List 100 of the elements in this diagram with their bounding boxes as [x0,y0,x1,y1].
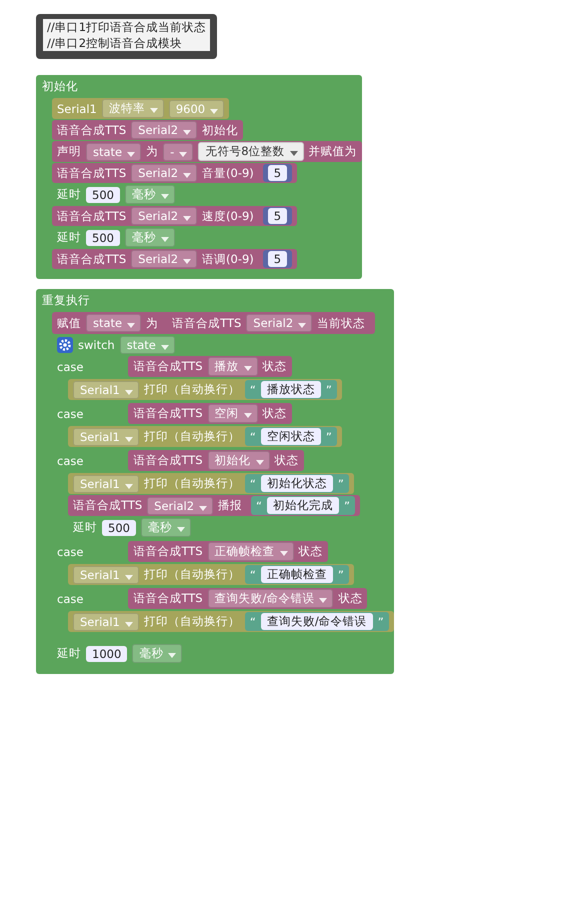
input-field: 500 [86,230,120,246]
block-label: 当前状态 [317,316,366,330]
block-label: 语音合成TTS [57,122,126,138]
block-label: 语音合成TTS [133,359,203,374]
input-field: 播放状态 [260,381,321,398]
block-label: “ [250,382,256,396]
block-label: 语音合成TTS [57,166,126,180]
value-block [262,250,292,268]
block-label: 赋值 [57,316,81,330]
block-label: 延时 [73,520,97,535]
block-label: 为 [146,144,158,159]
dropdown-field: Serial2 [246,314,312,332]
block-label: 速度(0-9) [202,208,254,224]
value-block [251,496,355,515]
block-label: case [57,360,84,374]
statement-block [68,564,354,585]
value-block [128,403,292,424]
input-field: 空闲状态 [260,428,321,445]
dropdown-field: Serial2 [147,496,214,514]
input-field: 500 [86,186,120,202]
input-field: 500 [102,520,136,536]
block-label: 打印（自动换行） [144,567,240,582]
block-label: 音量(0-9) [202,166,254,180]
block-label: case [57,454,84,468]
block-label: ” [338,476,344,490]
dropdown-field: 毫秒 [124,185,175,204]
block-label: 语音合成TTS [133,544,203,559]
statement-block [68,379,342,400]
block-label: ” [344,498,350,512]
statement-block [52,120,244,140]
block-label: ” [326,382,332,396]
block-label: 为 [146,316,158,330]
input-field: 5 [268,208,288,224]
input-field: 查询失败/命令错误 [260,613,373,630]
input-field: 初始化状态 [260,475,333,492]
block-label: 延时 [57,187,81,202]
input-field: 正确帧检查 [260,566,333,583]
dropdown-field: 播放 [208,357,258,376]
block-label: 声明 [57,144,81,159]
block-label: case [57,592,84,606]
block-label: Serial1 [57,102,97,116]
block-label: 语音合成TTS [133,591,203,606]
dropdown-field: state [86,142,142,160]
dropdown-field: 毫秒 [124,228,175,247]
statement-block [52,141,362,162]
statement-block [52,98,230,119]
block-label: 打印（自动换行） [144,382,240,397]
input-field: 1000 [86,646,128,662]
block-label: “ [250,476,256,490]
block-label: 状态 [298,544,323,559]
input-field: 5 [268,165,288,181]
dropdown-field: Serial1 [73,566,139,584]
dropdown-field: - [163,142,194,160]
comment-text: //串口2控制语音合成模块 [43,35,210,51]
dropdown-field: Serial1 [73,428,139,446]
block-label: 并赋值为 [308,144,357,159]
comment-block [36,14,218,59]
value-block [244,474,349,493]
block-label: 语音合成TTS [133,406,203,421]
block-label: 状态 [262,406,287,421]
statement-block [52,312,376,334]
value-block [262,164,292,182]
block-label: 打印（自动换行） [144,476,240,491]
block-label: switch [78,338,115,352]
statement-block [68,426,342,447]
block-label: “ [250,568,256,582]
comment-text: //串口1打印语音合成当前状态 [43,19,210,35]
block-label: 语音合成TTS [133,453,203,468]
block-label: 打印（自动换行） [144,429,240,444]
input-field: 初始化完成 [266,497,339,514]
dropdown-field: Serial2 [131,121,198,139]
value-block [244,565,349,584]
dropdown-field: 空闲 [208,404,258,423]
block-label: “ [256,498,262,512]
block-label: ” [378,614,384,628]
dropdown-field: 查询失败/命令错误 [208,589,334,608]
dropdown-field: Serial1 [73,612,139,630]
event-block [36,75,362,279]
dropdown-field: state [86,314,142,332]
block-label: 语音合成TTS [57,208,126,224]
dropdown-field: 初始化 [208,451,270,470]
dropdown-field: 毫秒 [132,644,182,663]
block-label: 延时 [57,230,81,245]
value-block [128,450,304,471]
statement-block [52,163,298,183]
block-label: 语调(0-9) [202,252,254,266]
statement-block [68,473,354,494]
block-label: 语音合成TTS [172,316,242,330]
input-field: 5 [268,251,288,267]
block-label: 状态 [274,453,299,468]
value-block [128,541,328,562]
event-block [36,289,394,674]
dropdown-field: Serial1 [73,474,139,492]
dropdown-field: 9600 [168,100,224,118]
statement-block [52,206,298,226]
block-label: 重复执行 [42,292,90,308]
dropdown-field: 波特率 [102,99,164,118]
dropdown-field: Serial1 [73,380,139,398]
block-label: 播报 [218,498,242,513]
block-label: 初始化 [42,78,78,94]
